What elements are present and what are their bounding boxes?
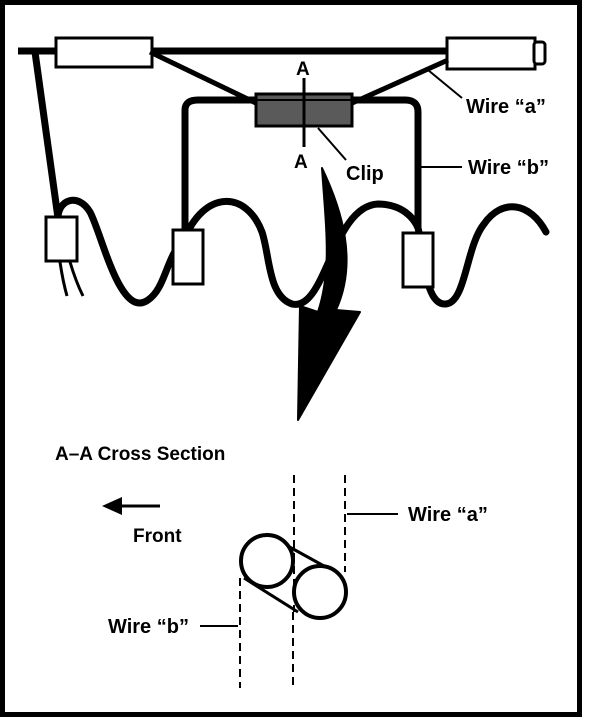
wire-b-cross-section: [239, 533, 295, 589]
frame-border: [0, 0, 582, 717]
clip-leader-line: [317, 127, 347, 161]
left-drop-wire-tails: [58, 261, 85, 297]
wire-a-cross-section: [292, 564, 348, 620]
right-connector-cap: [532, 40, 547, 66]
front-arrow-icon: [102, 497, 122, 515]
clip-connector-center: [171, 228, 205, 286]
left-connector: [54, 36, 154, 69]
wire-a-cross-section-label: Wire “a”: [408, 504, 488, 526]
clip-connector-left: [44, 215, 79, 263]
front-label: Front: [133, 526, 182, 547]
right-connector: [445, 36, 537, 71]
wire-b-label: Wire “b”: [468, 157, 549, 179]
clip-label: Clip: [346, 163, 384, 185]
left-drop-wire: [31, 51, 62, 219]
section-marker-top: A: [296, 59, 310, 80]
serpentine-wire: [54, 196, 550, 308]
wire-a-leader-line: [427, 69, 463, 99]
clip-connector-right: [401, 231, 435, 289]
section-view-arrow-icon: [297, 167, 361, 421]
wire-b-cross-section-label: Wire “b”: [108, 616, 189, 638]
wire-a-left-branch: [148, 49, 260, 107]
cross-section-title: A–A Cross Section: [55, 444, 225, 465]
section-marker-bottom: A: [294, 152, 308, 173]
wire-a-label: Wire “a”: [466, 96, 546, 118]
